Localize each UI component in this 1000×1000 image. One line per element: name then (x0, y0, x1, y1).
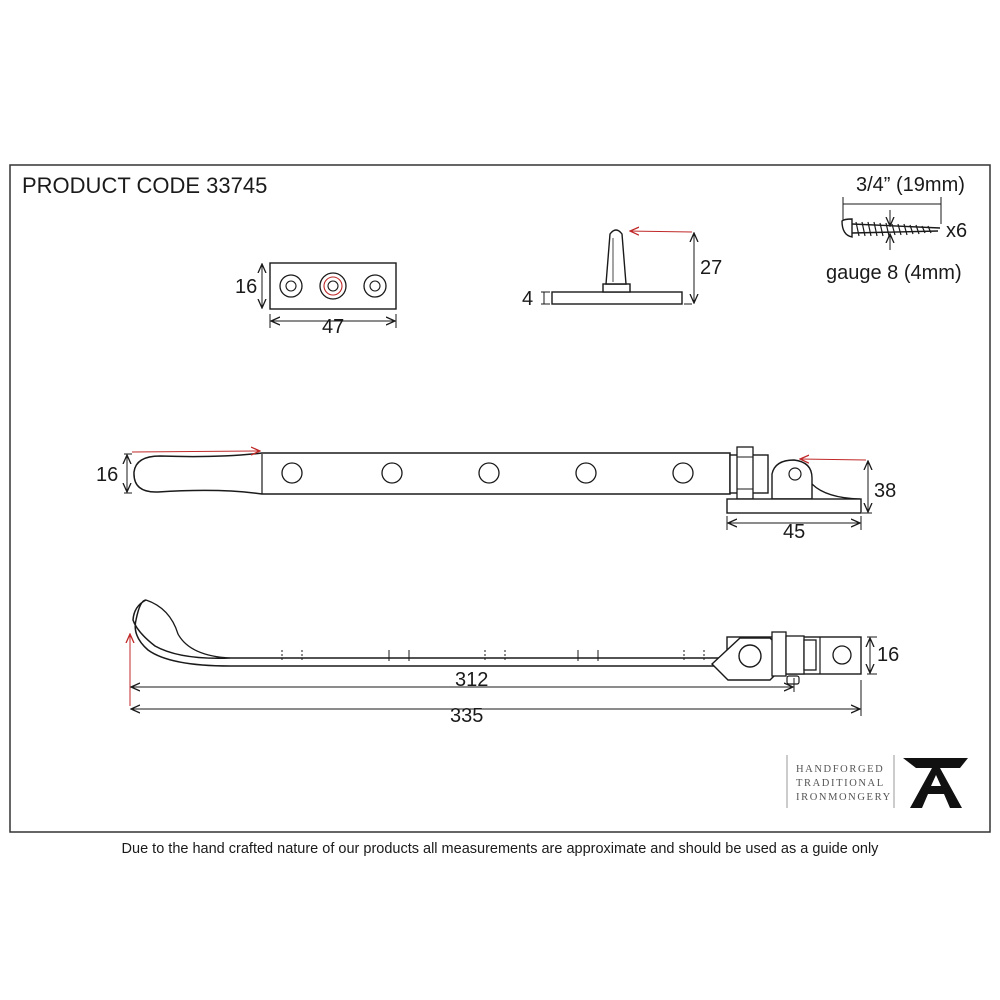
anvil-logo-icon (903, 758, 968, 808)
stay-width-label: 16 (96, 464, 118, 486)
stay-side-view (130, 599, 877, 716)
pin-plate-thickness-label: 4 (522, 288, 533, 310)
stay-depth-label: 16 (877, 644, 899, 666)
product-code: PRODUCT CODE 33745 (22, 173, 267, 198)
overall-length-label: 335 (450, 705, 483, 727)
screw-length-label: 3/4” (19mm) (856, 174, 965, 196)
drawing-frame (9, 164, 991, 833)
keeper-width-label: 47 (322, 316, 344, 338)
screw-gauge-label: gauge 8 (4mm) (826, 262, 962, 284)
hole-to-pivot-label: 312 (455, 669, 488, 691)
bracket-width-label: 45 (783, 521, 805, 543)
brand-line-2: TRADITIONAL (796, 778, 885, 789)
keeper-plate (262, 262, 397, 328)
measurement-disclaimer: Due to the hand crafted nature of our pr… (121, 841, 879, 857)
bracket-height-label: 38 (874, 480, 896, 502)
screw-spec: 3/4” (19mm) x6 gauge 8 (4mm) (826, 174, 967, 284)
pin-stop (541, 230, 694, 305)
brand-line-3: IRONMONGERY (796, 792, 892, 803)
keeper-height-label: 16 (235, 276, 257, 298)
stay-top-view (124, 446, 872, 530)
pin-height-label: 27 (700, 257, 722, 279)
brand-line-1: HANDFORGED (796, 764, 884, 775)
screw-quantity: x6 (946, 220, 967, 242)
screw-icon (841, 210, 941, 250)
brand-block: HANDFORGED TRADITIONAL IRONMONGERY (786, 755, 968, 808)
